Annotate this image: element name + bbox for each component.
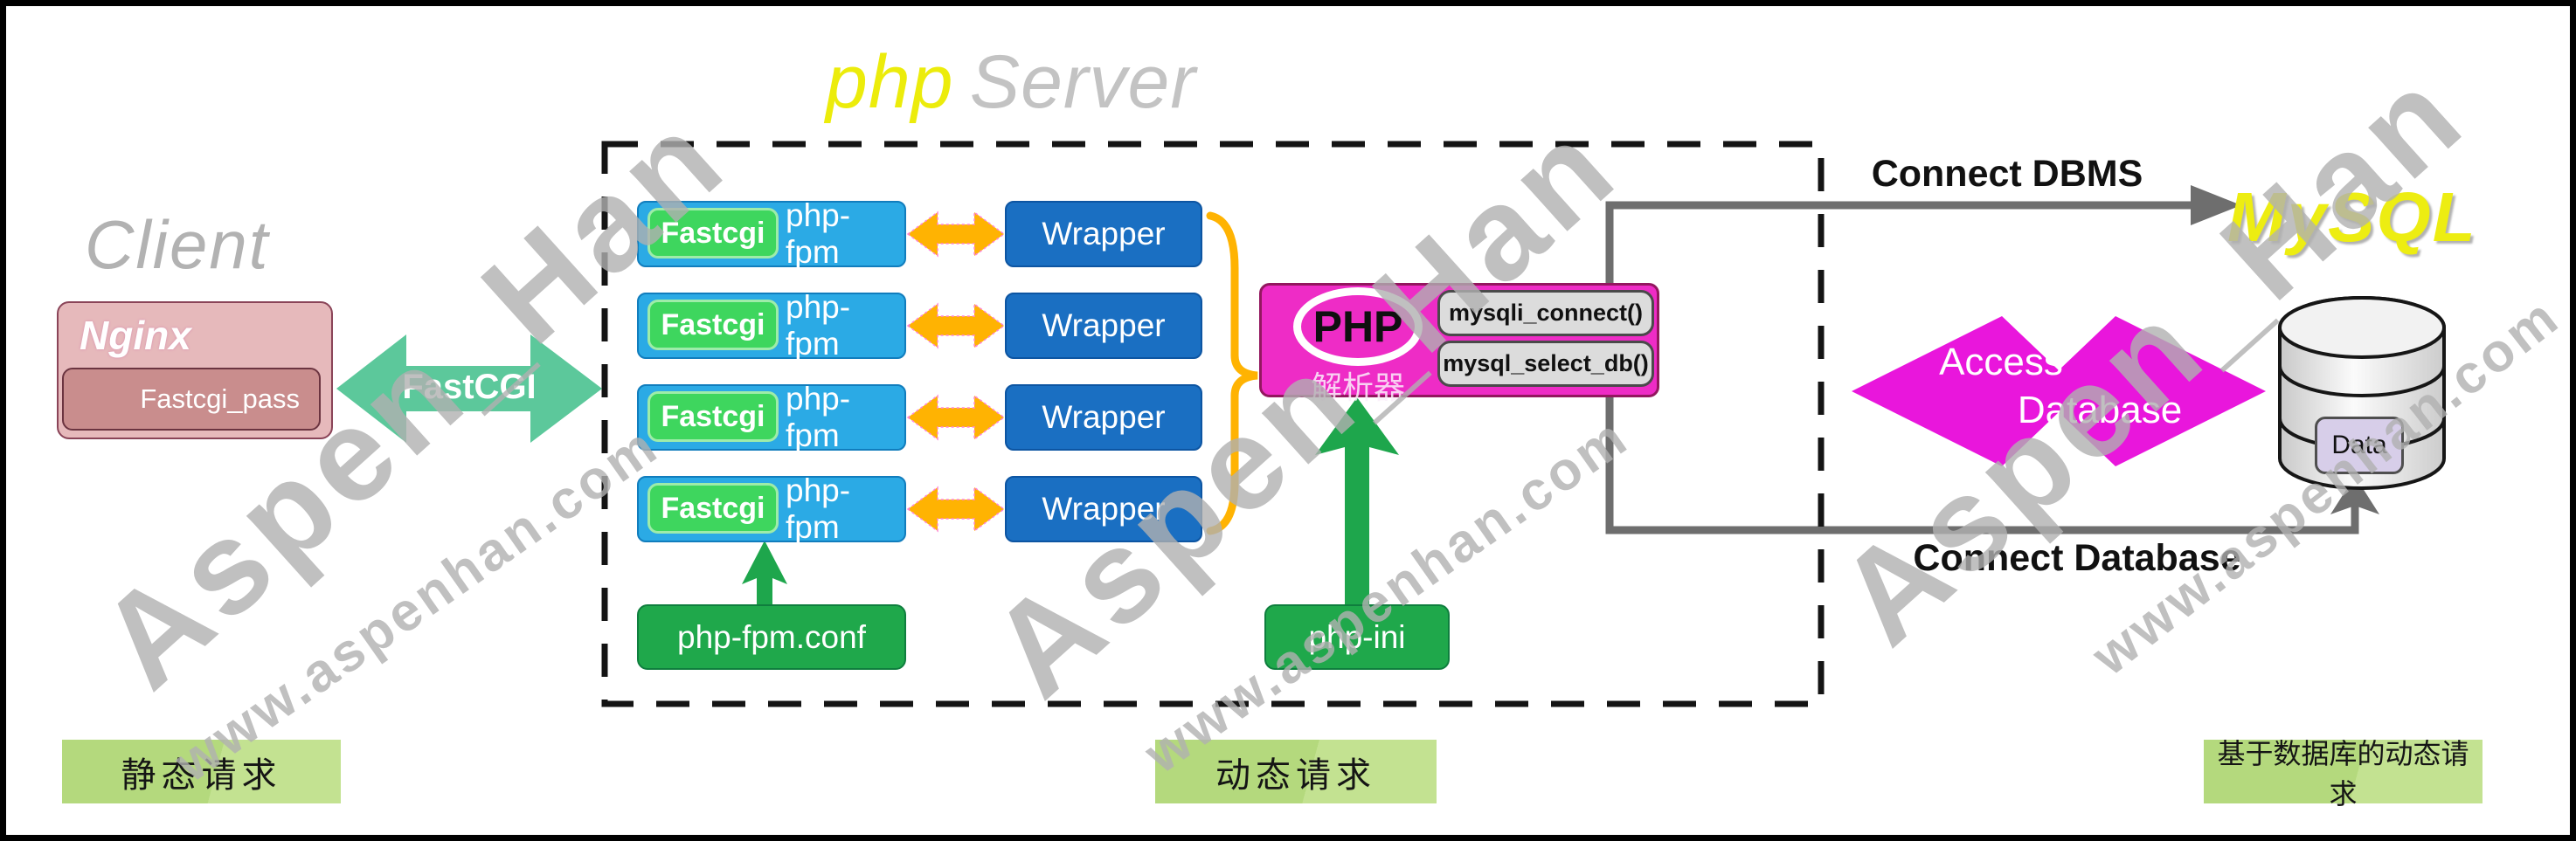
static-request-label: 静态请求 [62,740,341,803]
php-parser-caption: 解析器 [1310,370,1405,405]
data-box: Data [2315,417,2404,474]
title-php: php [825,40,954,124]
phpfpm-row: Fastcgi php-fpm [637,472,906,545]
fastcgi-double-arrow [336,334,602,443]
wrapper-box: Wrapper [1005,201,1202,267]
client-title: Client [85,206,270,283]
mysql-select-db-button: mysql_select_db() [1437,341,1654,387]
fastcgi-badge: Fastcgi [647,300,779,350]
row-arrow-4 [906,486,1006,533]
phpfpm-row: Fastcgi php-fpm [637,289,906,362]
connect-database-label: Connect Database [1913,537,2241,579]
fastcgi-pass-label: Fastcgi_pass [140,383,300,414]
phpfpm-row: Fastcgi php-fpm [637,381,906,453]
fastcgi-pass-box: Fastcgi_pass [62,368,321,431]
php-ellipse: PHP [1293,287,1423,366]
phpfpm-label: php-fpm [786,381,851,453]
conf-arrow-icon [742,541,787,605]
mysqli-connect-button: mysqli_connect() [1437,290,1654,336]
access-label: Access [1939,341,2063,383]
phpfpm-label: php-fpm [786,289,851,362]
database-label: Database [2017,389,2183,431]
ini-arrow-icon [1315,397,1399,605]
fastcgi-badge: Fastcgi [647,483,779,534]
phpfpm-row: Fastcgi php-fpm [637,197,906,270]
row-arrow-1 [906,210,1006,258]
phpfpm-label: php-fpm [786,472,851,545]
connect-database-line [1605,389,2379,534]
php-server-title: php Server [758,39,1264,126]
wrapper-box: Wrapper [1005,476,1202,542]
title-server: Server [969,40,1196,124]
row-arrow-2 [906,302,1006,349]
php-ini-box: php-ini [1264,604,1450,670]
php-fpm-conf-box: php-fpm.conf [637,604,906,670]
nginx-label: Nginx [80,313,191,358]
wrapper-box: Wrapper [1005,293,1202,359]
phpfpm-label: php-fpm [786,197,851,270]
fastcgi-badge: Fastcgi [647,391,779,442]
wrapper-brace-icon [1206,211,1258,535]
access-database-arrow [1852,316,2266,466]
connect-dbms-label: Connect DBMS [1871,153,2143,195]
dynamic-request-label: 动态请求 [1155,740,1437,803]
mysql-title: MySQL [2227,178,2477,256]
fastcgi-arrow-label: FastCGI [402,368,537,406]
db-dynamic-request-label: 基于数据库的动态请求 [2204,738,2483,810]
fastcgi-badge: Fastcgi [647,208,779,259]
php-server-dashed-border [601,141,1825,707]
wrapper-box: Wrapper [1005,384,1202,451]
row-arrow-3 [906,394,1006,441]
connect-dbms-line [1605,185,2241,287]
